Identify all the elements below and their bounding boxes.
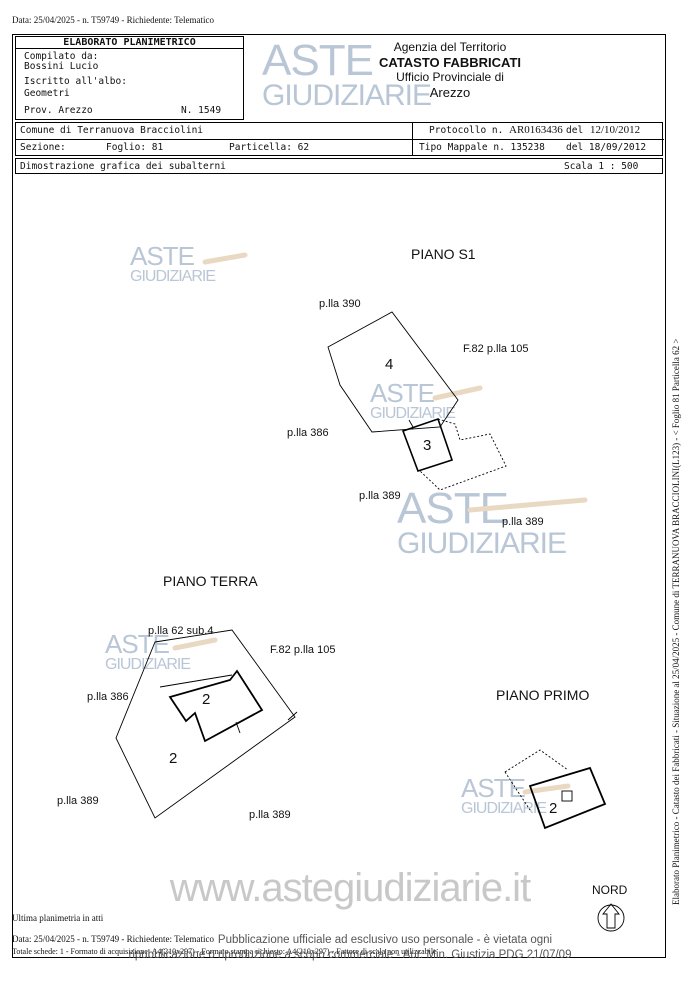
stairs-icon (561, 790, 573, 802)
primo-dashed-outline (504, 749, 569, 773)
header-line: Data: 25/04/2025 - n. T59749 - Richieden… (12, 15, 214, 25)
terra-parcel-label: p.lla 386 (87, 691, 129, 703)
north-arrow-icon (597, 903, 625, 932)
terra-parcel-label: p.lla 389 (57, 795, 99, 807)
terra-parcel-label: p.lla 62 sub.4 (148, 625, 214, 637)
foglio: Foglio: 81 (106, 142, 164, 153)
s1-parcel-label: F.82 p.lla 105 (463, 343, 529, 355)
protocollo-del: del (566, 125, 584, 136)
province: Prov. Arezzo (24, 105, 93, 116)
terra-lot-outline (115, 629, 296, 819)
ultima-planimetria: Ultima planimetria in atti (12, 913, 104, 923)
s1-sub-number: 3 (423, 437, 432, 454)
terra-parcel-label: p.lla 389 (249, 809, 291, 821)
sezione: Sezione: (20, 142, 66, 153)
s1-parcel-label: p.lla 389 (502, 516, 544, 528)
piano-s1-title: PIANO S1 (411, 246, 476, 262)
site-watermark: www.astegiudiziarie.it (169, 866, 531, 910)
agency-office: Ufficio Provinciale di (396, 70, 504, 84)
primo-sub-number: 2 (549, 800, 558, 817)
document-frame (12, 34, 666, 958)
terra-sub-number: 2 (202, 691, 211, 708)
title-heading: ELABORATO PLANIMETRICO (16, 37, 243, 49)
publication-note: Pubblicazione ufficiale ad esclusivo uso… (217, 934, 553, 946)
s1-parcel-label: p.lla 390 (319, 298, 361, 310)
protocollo-date: 12/10/2012 (590, 124, 641, 136)
s1-parcel-label: p.lla 389 (359, 490, 401, 502)
terra-sub-number: 2 (169, 750, 178, 767)
watermark-logo: ASTE GIUDIZIARIE (262, 36, 432, 112)
protocollo-label: Protocollo n. (429, 125, 504, 136)
agency-block: Agenzia del Territorio CATASTO FABBRICAT… (345, 40, 555, 100)
publication-note: ripubblicazione o riproduzione a scopo c… (128, 949, 572, 961)
footer-line2: Totale schede: 1 - Formato di acquisizio… (12, 947, 437, 956)
compiled-by-name: Bossini Lucio (24, 61, 99, 72)
piano-primo-title: PIANO PRIMO (496, 687, 590, 703)
agency-dept: CATASTO FABBRICATI (378, 55, 522, 70)
terra-sub2-outline (168, 669, 264, 743)
protocollo-value: AR0163436 (509, 124, 563, 136)
terra-parcel-label: F.82 p.lla 105 (270, 644, 336, 656)
primo-sub2-outline (528, 766, 607, 830)
agency-name: Agenzia del Territorio (393, 40, 507, 54)
s1-sub3-outline (401, 417, 454, 472)
s1-dashed-outline (419, 418, 507, 491)
nord-label: NORD (592, 883, 628, 897)
scale: Scala 1 : 500 (564, 161, 639, 172)
comune: Comune di Terranuova Bracciolini (20, 125, 204, 136)
registered-label: Iscritto all'albo: (24, 76, 127, 87)
footer-line1: Data: 25/04/2025 - n. T59749 - Richieden… (12, 934, 214, 944)
piano-terra-title: PIANO TERRA (163, 573, 258, 589)
tipo-mappale: Tipo Mappale n. 135238 (419, 142, 545, 153)
registered-value: Geometri (24, 88, 70, 99)
info-row: Comune di Terranuova Bracciolini Sezione… (15, 122, 664, 156)
dimostrazione: Dimostrazione grafica dei subalterni (20, 161, 226, 172)
title-box: ELABORATO PLANIMETRICO Compilato da: Bos… (15, 36, 244, 120)
particella: Particella: 62 (229, 142, 310, 153)
tipo-mappale-date: del 18/09/2012 (566, 142, 647, 153)
s1-parcel-label: p.lla 386 (287, 427, 329, 439)
s1-sub-number: 4 (385, 356, 394, 373)
scale-row: Dimostrazione grafica dei subalterni Sca… (15, 158, 663, 174)
agency-city: Arezzo (429, 85, 471, 100)
compiled-by-label: Compilato da: (24, 51, 99, 62)
registration-number: N. 1549 (181, 105, 222, 116)
